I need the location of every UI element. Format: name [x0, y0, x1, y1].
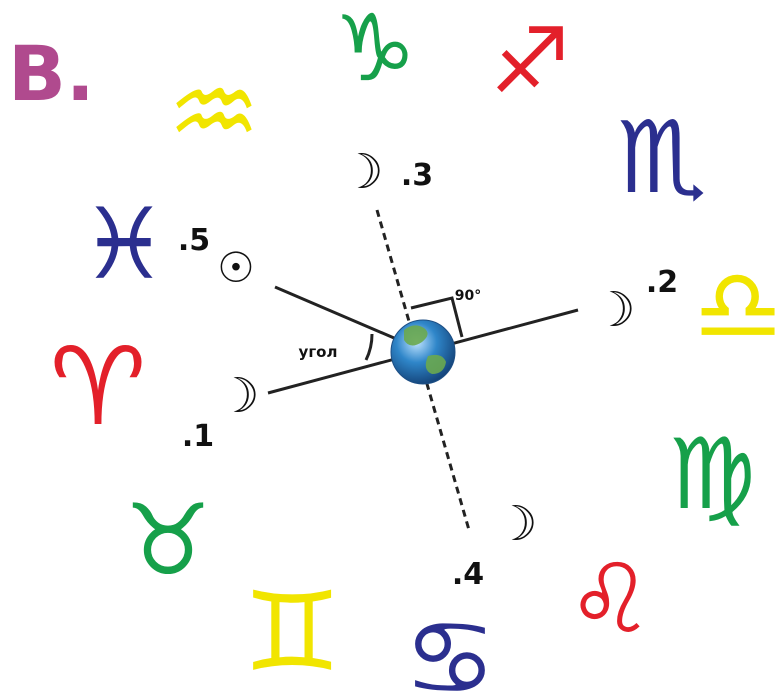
aquarius-icon: ♒ — [167, 51, 260, 173]
position-label-5: .5 — [178, 223, 210, 258]
right-angle-marker — [410, 296, 464, 338]
positions: ☽ .1 ☽ .2 ☽ .3 ☽ .4 ☉ .5 — [178, 144, 678, 592]
position-label-1: .1 — [182, 419, 214, 454]
earth-icon — [390, 319, 456, 385]
panel-label: B. — [8, 29, 95, 118]
scorpio-icon: ♏ — [617, 99, 707, 216]
leo-icon: ♌ — [567, 543, 653, 655]
sagittarius-icon: ♐ — [490, 9, 571, 114]
aries-icon: ♈ — [50, 325, 147, 450]
sun-icon-5: ☉ — [217, 243, 255, 292]
cancer-icon: ♋ — [403, 597, 496, 696]
line-3-4-dashed — [375, 209, 471, 531]
moon-icon-1: ☽ — [216, 368, 259, 424]
taurus-icon: ♉ — [124, 484, 212, 598]
position-label-4: .4 — [452, 557, 484, 592]
moon-icon-2: ☽ — [592, 282, 635, 338]
right-angle-label: 90° — [455, 288, 481, 304]
position-label-3: .3 — [401, 158, 433, 193]
virgo-icon: ♍ — [668, 418, 756, 532]
gemini-icon: ♊ — [243, 568, 342, 696]
pisces-icon: ♓ — [80, 188, 168, 302]
libra-icon: ♎ — [693, 247, 779, 364]
angle-label: угол — [299, 343, 338, 361]
position-label-2: .2 — [646, 265, 678, 300]
zodiac-ring: ♑ ♐ ♏ ♎ ♍ ♌ ♋ ♊ ♉ ♈ ♓ ♒ — [50, 0, 779, 696]
angle-arc — [364, 333, 374, 361]
moon-icon-4: ☽ — [494, 496, 537, 552]
capricorn-icon: ♑ — [334, 0, 416, 102]
moon-icon-3: ☽ — [340, 144, 383, 200]
